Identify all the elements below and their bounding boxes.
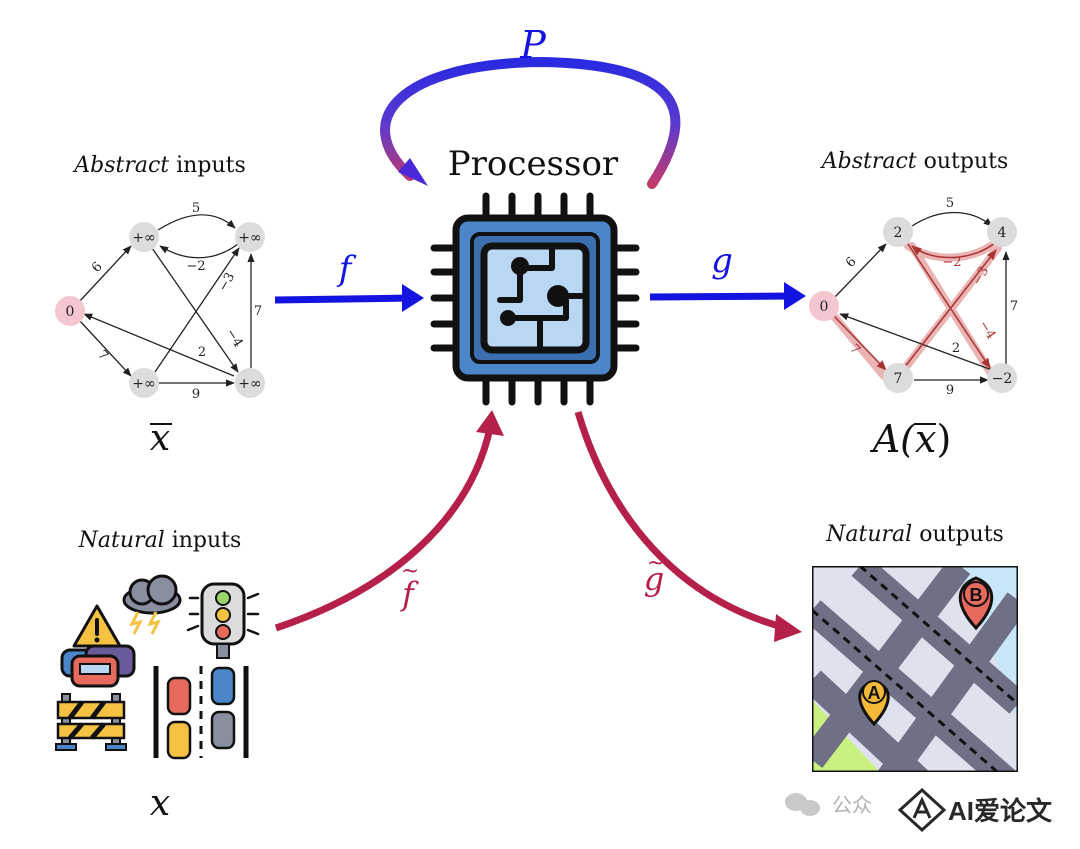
road-traffic-icon: [153, 666, 249, 760]
input-node-2: +∞: [238, 230, 261, 246]
output-edge-weight: 7: [1010, 299, 1018, 314]
car-crash-icon: [60, 644, 136, 688]
output-node-4: −2: [992, 371, 1013, 387]
processor-title: Processor: [448, 144, 619, 184]
input-node-1: +∞: [132, 230, 155, 246]
watermark: 公众 AI爱论文: [785, 787, 1053, 833]
input-node-3: +∞: [132, 376, 155, 392]
processor-loop-arrow: [380, 56, 681, 189]
input-node-4: +∞: [238, 376, 261, 392]
input-edge-weight: 6: [89, 259, 106, 275]
input-edge-weight: 7: [254, 304, 262, 319]
brand-logo-icon: [897, 787, 947, 833]
natural-encoder-tilde: ~: [401, 559, 419, 584]
natural-encoder-arrow: [274, 410, 504, 632]
output-node-0: 0: [820, 299, 829, 315]
road-barrier-icon: [55, 693, 127, 751]
natural-inputs-heading: Natural inputs: [78, 528, 242, 553]
route-map-illustration: A B: [812, 566, 1018, 772]
natural-input-symbol: x: [150, 783, 170, 824]
output-edge-weight: 5: [946, 196, 954, 211]
encoder-f-label: f: [336, 249, 357, 289]
output-edge-weight: −4: [976, 318, 999, 342]
map-marker-a: A: [858, 680, 890, 727]
natural-outputs-heading: Natural outputs: [825, 522, 1004, 547]
abstract-output-graph: 0 2 4 7 −2 5 −2 6 7 −3 7 −4 2 9: [809, 196, 1018, 398]
input-edge-weight: −4: [223, 326, 246, 350]
natural-decoder-arrow: [574, 411, 802, 642]
svg-text:A: A: [868, 683, 881, 703]
output-edge-weight: 2: [952, 341, 960, 356]
input-edge-weight: −2: [186, 259, 205, 274]
input-edge-weight: 7: [94, 347, 111, 363]
output-node-2: 4: [998, 225, 1007, 241]
wechat-icon: [785, 793, 820, 816]
natural-decoder-tilde: ~: [647, 551, 665, 576]
abstract-input-graph: 0 +∞ +∞ +∞ +∞ 5 −2 6 7 −3 7 −4 2 9: [55, 201, 265, 402]
natural-decoder-label: g: [644, 560, 664, 598]
output-edge-weight: −2: [942, 255, 961, 270]
storm-cloud-icon: [122, 574, 182, 635]
traffic-light-icon: [186, 582, 260, 659]
decoder-g-label: g: [711, 241, 733, 281]
input-node-0: 0: [66, 304, 75, 320]
watermark-channel: 公众: [832, 794, 872, 817]
abstract-inputs-heading: Abstract inputs: [72, 153, 246, 178]
decoder-g-arrow: [649, 282, 806, 310]
watermark-brand: AI爱论文: [948, 796, 1053, 826]
encoder-f-arrow: [274, 284, 424, 312]
output-edge-weight: 7: [846, 341, 863, 357]
warning-sign-icon: [72, 604, 122, 648]
input-edge-weight: 9: [192, 387, 200, 402]
input-edge-weight: −3: [216, 270, 239, 294]
map-marker-b: B: [958, 576, 994, 631]
input-edge-weight: 5: [192, 201, 200, 216]
svg-text:B: B: [970, 585, 983, 605]
output-edge-weight: 9: [946, 383, 954, 398]
output-edge-weight: 6: [843, 254, 860, 270]
output-node-1: 2: [894, 225, 903, 241]
output-node-3: 7: [894, 371, 903, 387]
input-edge-weight: 2: [198, 345, 206, 360]
loop-label-p: P: [519, 23, 547, 67]
processor-chip-icon: [430, 192, 640, 406]
abstract-input-symbol: x: [150, 418, 170, 459]
traffic-scene-illustration: [55, 574, 260, 760]
abstract-outputs-heading: Abstract outputs: [820, 149, 1009, 174]
abstract-output-symbol: A(x): [870, 417, 952, 461]
